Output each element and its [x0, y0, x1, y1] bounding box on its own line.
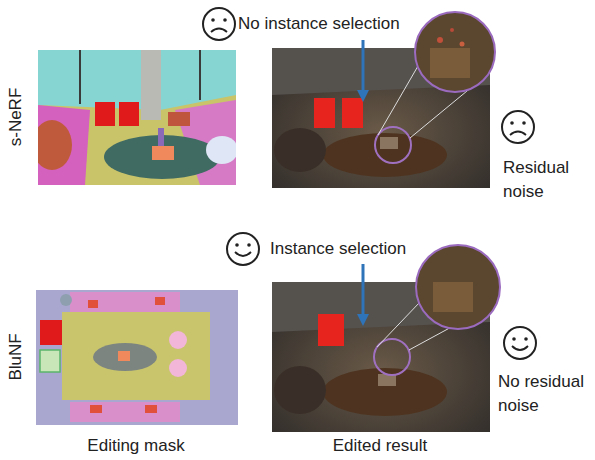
- face-eye: [510, 121, 514, 125]
- noise-speck: [450, 28, 454, 32]
- face-eye: [223, 18, 227, 22]
- room-background: [272, 48, 490, 188]
- annotation-text: No instance selection: [238, 12, 400, 36]
- row-label: s-NeRF: [4, 88, 28, 147]
- segmentation-mask: [36, 290, 238, 425]
- inset-object: [433, 282, 473, 312]
- face-mouth: [235, 252, 251, 256]
- sofa: [274, 128, 326, 172]
- table: [323, 133, 447, 177]
- room-background: [272, 282, 490, 432]
- cushion-region: [155, 297, 165, 305]
- face-outline: [504, 327, 536, 359]
- face-mouth: [211, 29, 227, 33]
- background-region: [36, 290, 238, 425]
- stool-region: [169, 359, 187, 377]
- table: [323, 368, 447, 416]
- floor-region: [62, 312, 210, 400]
- pointer-arrow: [362, 40, 365, 96]
- plant-region: [60, 294, 72, 306]
- chair-region: [95, 102, 115, 126]
- cushion-region: [90, 405, 102, 413]
- rendered-scene: [272, 282, 490, 432]
- floor-region: [38, 50, 236, 185]
- face-mouth: [512, 346, 528, 350]
- window-region: [38, 50, 236, 110]
- happy-face-icon: [504, 327, 536, 359]
- face-eye: [211, 18, 215, 22]
- zoom-leader: [378, 66, 418, 135]
- column-label: Edited result: [333, 434, 428, 458]
- pillar-region: [141, 50, 161, 120]
- row-label: BluNF: [4, 333, 28, 380]
- annotation-text: Instance selection: [270, 237, 406, 261]
- segmentation-mask: [38, 50, 236, 185]
- zoom-inset: [415, 12, 495, 92]
- zoom-inset-border: [416, 245, 500, 329]
- sad-face-icon: [502, 111, 534, 143]
- window-frame: [199, 50, 201, 100]
- zoom-leader: [377, 302, 420, 347]
- noise-speck: [460, 42, 465, 47]
- inset-background: [415, 12, 495, 92]
- face-eye: [247, 243, 251, 247]
- chair-region: [119, 102, 139, 126]
- zoom-inset-border: [415, 12, 495, 92]
- rug-region: [93, 343, 157, 371]
- face-eye: [235, 243, 239, 247]
- face-outline: [203, 8, 235, 40]
- window-frame: [79, 50, 81, 104]
- zoom-region: [375, 127, 411, 163]
- vase-region: [158, 128, 164, 146]
- cushion-region: [168, 112, 190, 126]
- stool-region: [169, 331, 187, 349]
- annotation-text: No residual noise: [498, 370, 590, 418]
- face-outline: [502, 111, 534, 143]
- annotation-text: Residual noise: [503, 156, 583, 204]
- chair-region: [40, 320, 62, 345]
- sofa-region: [70, 292, 180, 312]
- table-object: [380, 137, 398, 149]
- face-eye: [522, 121, 526, 125]
- face-mouth: [510, 132, 526, 136]
- edited-chair: [318, 314, 344, 346]
- face-eye: [512, 337, 516, 341]
- armchair-region: [38, 120, 72, 170]
- noise-speck: [437, 37, 443, 43]
- table-region: [152, 146, 174, 160]
- inset-background: [414, 243, 502, 331]
- cushion-region: [145, 405, 157, 413]
- pointer-arrow: [362, 264, 365, 320]
- chair-region: [206, 136, 236, 164]
- sad-face-icon: [203, 8, 235, 40]
- rendered-scene: [272, 48, 490, 188]
- zoom-inset: [414, 243, 502, 331]
- sofa-region: [70, 402, 180, 422]
- chair-region: [40, 350, 60, 372]
- inset-object: [430, 48, 470, 78]
- sofa: [274, 366, 326, 414]
- cushion-region: [88, 300, 98, 308]
- face-outline: [227, 233, 259, 265]
- edited-chair: [342, 98, 363, 128]
- face-eye: [524, 337, 528, 341]
- table-region: [118, 351, 130, 361]
- edited-chair: [314, 98, 335, 128]
- happy-face-icon: [227, 233, 259, 265]
- column-label: Editing mask: [87, 434, 184, 458]
